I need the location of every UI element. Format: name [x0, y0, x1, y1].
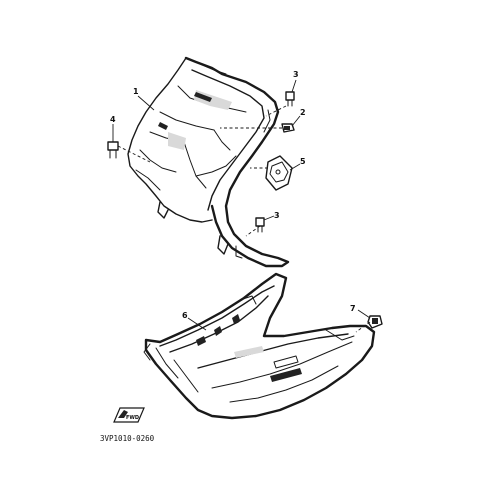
footrest-part: [143, 272, 376, 420]
leg-shield-part: [127, 56, 290, 268]
callout-3-mid: 3: [274, 211, 280, 220]
callout-3-top: 3: [293, 70, 299, 79]
clip-7: [367, 315, 383, 329]
screw-3-top: [285, 91, 295, 107]
assembly-lines: [117, 105, 371, 333]
callout-6: 6: [182, 311, 188, 320]
bolt-2: [281, 123, 295, 133]
screw-3-mid: [255, 217, 265, 233]
callouts: 1 2 3 4 5 3 6 7: [110, 70, 371, 331]
bracket-part: [265, 155, 293, 191]
callout-2: 2: [300, 108, 306, 117]
callout-4: 4: [110, 115, 116, 124]
callout-5: 5: [300, 157, 306, 166]
callout-7: 7: [350, 304, 356, 313]
screw-4: [107, 141, 119, 159]
fwd-arrow-icon: FWD: [113, 407, 145, 423]
fwd-label: FWD: [126, 415, 139, 421]
part-code-label: 3VP1010-0260: [100, 434, 155, 443]
callout-1: 1: [133, 87, 139, 96]
